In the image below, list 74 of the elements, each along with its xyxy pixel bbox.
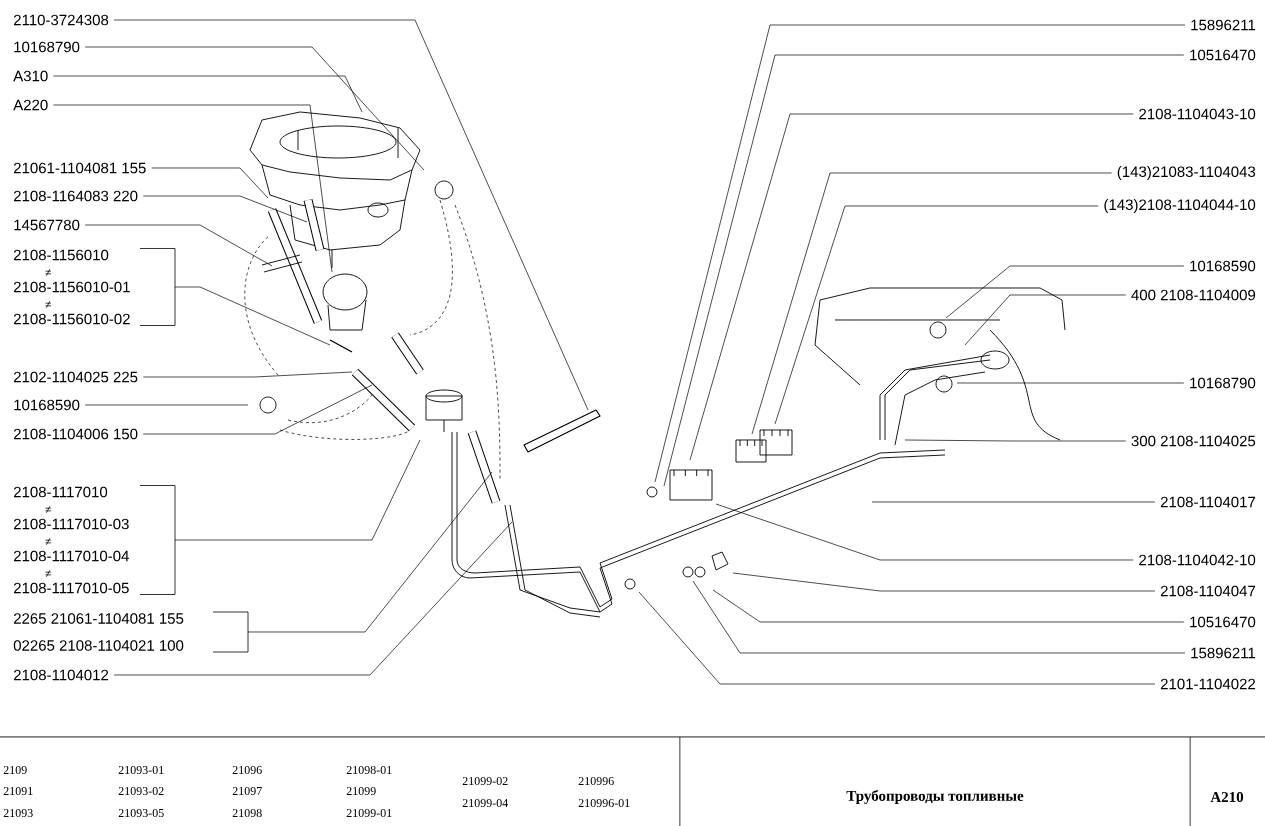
leader-line (692, 580, 1186, 654)
leader-line (247, 471, 493, 633)
model-number: 210996-01 (578, 798, 630, 808)
leader-line (638, 591, 1156, 685)
leader-line (964, 294, 1127, 346)
part-number: 10168790 (14, 41, 80, 53)
model-number: 21099-01 (346, 808, 392, 818)
model-number: 21097 (232, 786, 262, 796)
leader-line (142, 195, 308, 223)
model-number: 21099-02 (462, 776, 508, 786)
leader-line (945, 265, 1185, 319)
part-number: 21061-1104081 155 (13, 162, 146, 174)
model-number: 21096 (232, 765, 262, 775)
part-number: 14567780 (14, 219, 80, 231)
part-number: 2108-1104006 150 (13, 428, 138, 440)
model-number: 21098-01 (346, 765, 392, 775)
part-number: (143)21083-1104043 (1117, 166, 1256, 180)
leader-line (113, 521, 513, 676)
model-number: 21093-02 (118, 786, 164, 796)
leader-line (142, 371, 353, 378)
part-number: 2108-1104012 (13, 669, 109, 681)
part-number: 2102-1104025 225 (13, 371, 138, 383)
leader-line (84, 224, 273, 267)
leader-line (174, 286, 331, 346)
part-number: 10168790 (1190, 377, 1256, 389)
title: Трубопроводы топливные (846, 790, 1024, 804)
model-number: 21099 (346, 786, 376, 796)
leader-line (142, 384, 373, 435)
part-number: 2108-1104017 (1160, 496, 1256, 508)
leader-line (689, 113, 1134, 461)
model-number: 2109 (3, 765, 27, 775)
leader-line (715, 503, 1134, 561)
leader-line (84, 404, 249, 406)
leader-line (53, 104, 333, 273)
part-number: A310 (13, 70, 48, 82)
part-number: 300 2108-1104025 (1131, 435, 1256, 447)
part-number: 2108-1104042-10 (1139, 554, 1256, 566)
leader-line (53, 75, 363, 113)
model-number: 21099-04 (462, 798, 508, 808)
sheet-code: A210 (1210, 791, 1244, 803)
part-number: 2101-1104022 (1160, 678, 1256, 690)
leader-line (151, 167, 269, 199)
part-number: 2108-1156010 ≠ 2108-1156010-01 ≠ 2108-1156010-02 (13, 249, 130, 325)
leader-line (904, 439, 1127, 442)
leader-line (774, 205, 1099, 425)
part-number: 15896211 (1191, 647, 1256, 659)
model-number: 21098 (232, 808, 262, 818)
leader-line (871, 501, 1156, 503)
part-number: 2265 21061-1104081 155 02265 2108-1104021 100 (13, 613, 184, 651)
model-number: 21093 (3, 808, 33, 818)
part-number: 2108-1164083 220 (13, 190, 138, 202)
leader-line (732, 572, 1156, 592)
leader-line (751, 172, 1112, 435)
model-number: 21093-05 (118, 808, 164, 818)
leader-line (712, 589, 1185, 623)
part-number: 2108-1104043-10 (1139, 108, 1256, 120)
part-number: 2108-1117010 ≠ 2108-1117010-03 ≠ 2108-1117010-04 ≠ 2108-1117010-05 (13, 486, 129, 594)
leader-line (174, 439, 421, 541)
part-number: 400 2108-1104009 (1131, 289, 1256, 301)
model-number: 210996 (578, 776, 614, 786)
leader-line (113, 19, 589, 411)
part-number: 15896211 (1191, 19, 1256, 31)
part-number: A220 (13, 99, 48, 111)
leader-line (956, 382, 1185, 384)
part-number: 2108-1104047 (1160, 585, 1256, 597)
leader-line (84, 46, 425, 171)
part-number: (143)2108-1104044-10 (1104, 199, 1256, 213)
part-number: 10168590 (14, 399, 80, 411)
model-number: 21093-01 (118, 765, 164, 775)
part-number: 10516470 (1190, 616, 1256, 628)
model-number: 21091 (3, 786, 33, 796)
part-number: 10516470 (1190, 49, 1256, 61)
part-number: 2110-3724308 (13, 14, 109, 26)
part-number: 10168590 (1190, 260, 1256, 272)
